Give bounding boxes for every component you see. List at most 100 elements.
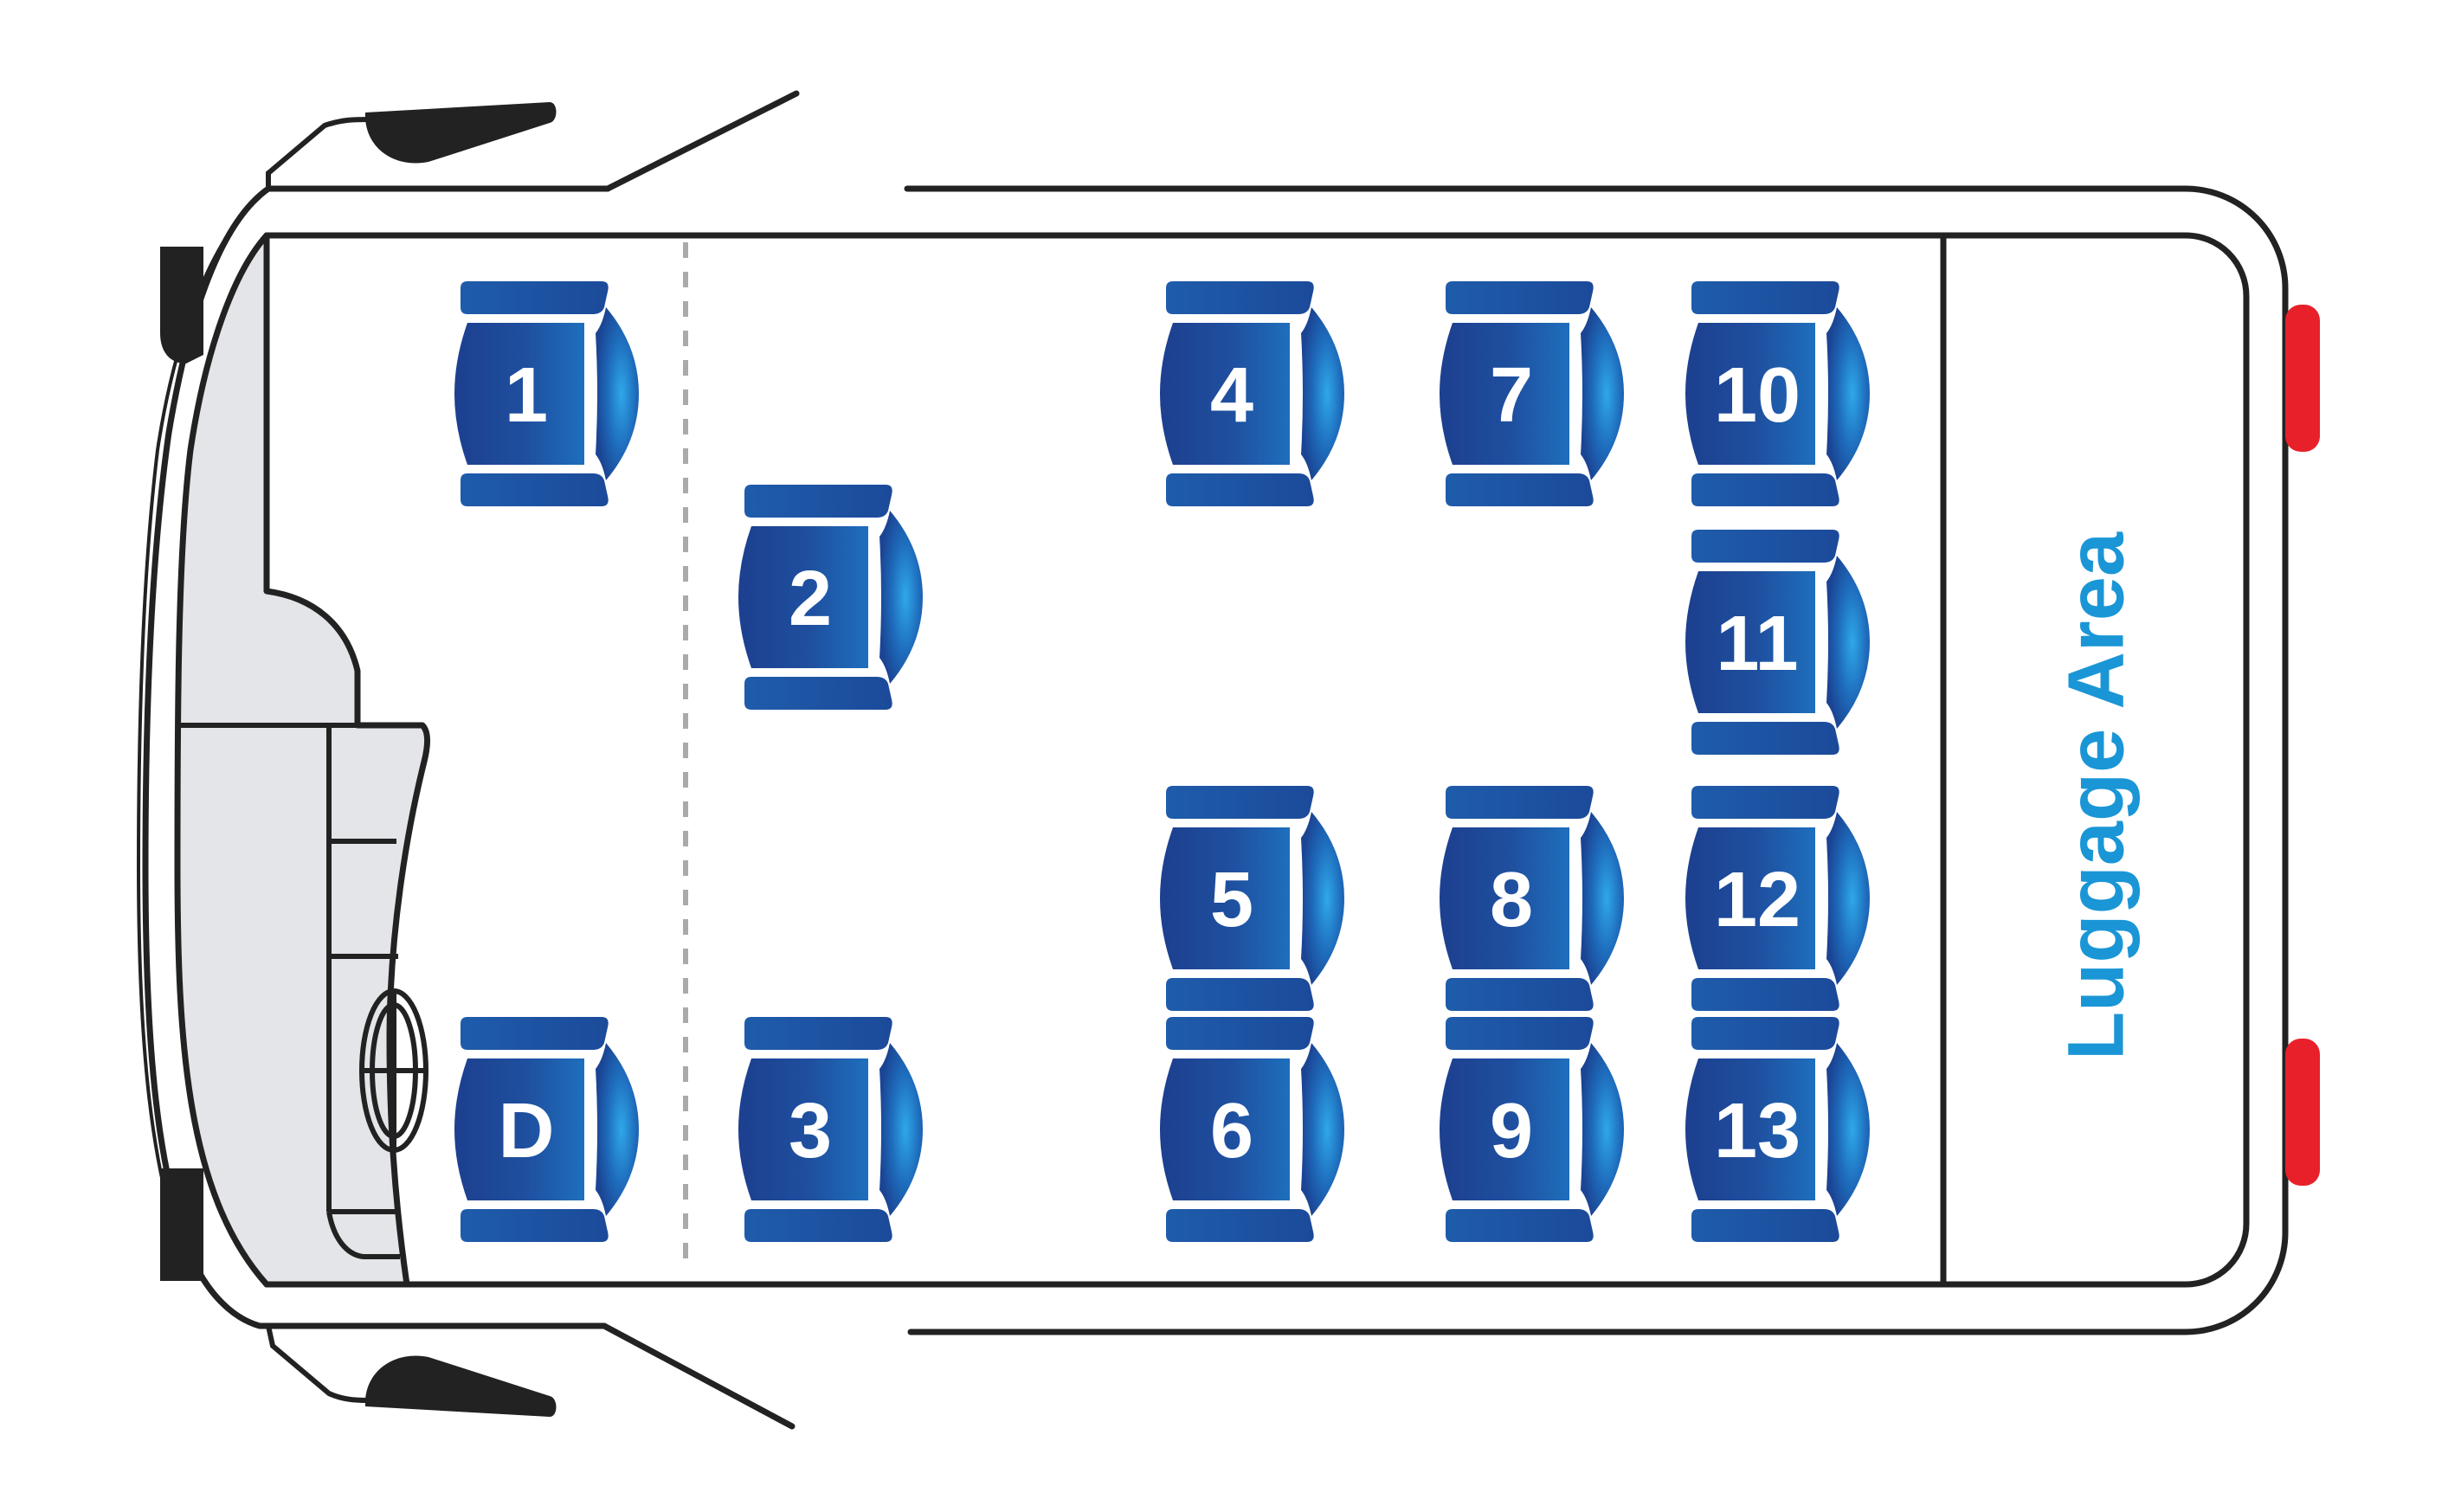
mirror-bottom (266, 1322, 796, 1430)
seat-s6[interactable]: 6 (1160, 1017, 1344, 1242)
mirror-top (266, 90, 800, 192)
seat-s7[interactable]: 7 (1440, 281, 1624, 506)
seat-backrest (596, 307, 639, 480)
seat-armrest-top (744, 485, 892, 518)
seat-cushion (738, 526, 868, 668)
seat-armrest-bottom (1446, 1209, 1594, 1242)
seat-armrest-top (1691, 281, 1839, 314)
seat-s3[interactable]: 3 (738, 1017, 923, 1242)
tail-light-bottom (2285, 1039, 2320, 1186)
seat-cushion (1685, 827, 1815, 969)
seat-armrest-bottom (744, 1209, 892, 1242)
body-rear-outer (2182, 185, 2289, 1335)
steering-wheel (359, 988, 428, 1153)
seat-label: 5 (1210, 857, 1253, 943)
seat-label: 4 (1210, 352, 1253, 439)
seat-armrest-bottom (1446, 978, 1594, 1011)
seat-s13[interactable]: 13 (1685, 1017, 1870, 1242)
dashboard-details (177, 723, 422, 1259)
seat-armrest-top (744, 1017, 892, 1050)
van-body (256, 185, 2289, 1335)
seat-armrest-top (1691, 786, 1839, 819)
seat-armrest-top (1166, 281, 1314, 314)
seat-cushion (738, 1058, 868, 1200)
seat-label: 10 (1714, 352, 1801, 439)
seat-armrest-bottom (1166, 978, 1314, 1011)
seat-backrest (596, 1043, 639, 1216)
seat-cushion (1685, 1058, 1815, 1200)
seat-armrest-top (1446, 1017, 1594, 1050)
seat-armrest-bottom (1166, 1209, 1314, 1242)
seat-cushion (454, 323, 584, 465)
seat-armrest-top (1446, 786, 1594, 819)
seat-armrest-bottom (461, 473, 609, 506)
seat-label: 13 (1714, 1088, 1801, 1174)
seat-backrest (1581, 1043, 1624, 1216)
seat-armrest-bottom (1166, 473, 1314, 506)
seat-label: 2 (789, 556, 832, 642)
seat-armrest-bottom (1691, 1209, 1839, 1242)
seat-s2[interactable]: 2 (738, 485, 923, 710)
seat-cushion (1160, 323, 1290, 465)
seat-armrest-top (1446, 281, 1594, 314)
seat-backrest (1301, 1043, 1344, 1216)
seat-backrest (1581, 307, 1624, 480)
seat-armrest-top (461, 281, 609, 314)
seat-cushion (1160, 827, 1290, 969)
seat-armrest-bottom (744, 677, 892, 710)
seat-cushion (1160, 1058, 1290, 1200)
seat-s9[interactable]: 9 (1440, 1017, 1624, 1242)
seat-armrest-bottom (461, 1209, 609, 1242)
seat-s12[interactable]: 12 (1685, 786, 1870, 1011)
seat-label: 1 (505, 352, 548, 439)
seat-armrest-bottom (1691, 722, 1839, 755)
seat-cushion (1685, 323, 1815, 465)
seat-s11[interactable]: 11 (1685, 530, 1870, 755)
seat-cushion (1440, 1058, 1569, 1200)
seat-label: D (499, 1088, 555, 1174)
seat-cushion (454, 1058, 584, 1200)
tail-light-top (2285, 305, 2320, 452)
seat-armrest-bottom (1691, 978, 1839, 1011)
seat-cushion (1440, 323, 1569, 465)
seat-armrest-top (1166, 1017, 1314, 1050)
seat-driver[interactable]: D (454, 1017, 639, 1242)
front-bumpers (160, 247, 203, 1281)
tail-lights (2285, 305, 2320, 1186)
seat-s1[interactable]: 1 (454, 281, 639, 506)
seat-armrest-top (1691, 1017, 1839, 1050)
seat-s4[interactable]: 4 (1160, 281, 1344, 506)
seat-backrest (1826, 812, 1870, 985)
seat-backrest (1581, 812, 1624, 985)
seat-label: 12 (1714, 857, 1801, 943)
cabin-inner-outline (263, 232, 2250, 1288)
seat-armrest-top (461, 1017, 609, 1050)
seat-backrest (879, 511, 923, 684)
seat-armrest-bottom (1691, 473, 1839, 506)
seat-backrest (1826, 1043, 1870, 1216)
seat-armrest-top (1166, 786, 1314, 819)
seat-backrest (1301, 812, 1344, 985)
seat-s8[interactable]: 8 (1440, 786, 1624, 1011)
seat-cushion (1440, 827, 1569, 969)
seat-label: 6 (1210, 1088, 1253, 1174)
seat-backrest (879, 1043, 923, 1216)
seat-s10[interactable]: 10 (1685, 281, 1870, 506)
luggage-area-label: Luggage Area (2052, 531, 2140, 1060)
seat-backrest (1826, 556, 1870, 729)
seat-backrest (1301, 307, 1344, 480)
seat-label: 7 (1490, 352, 1533, 439)
seat-backrest (1826, 307, 1870, 480)
seat-label: 11 (1716, 601, 1798, 687)
seat-label: 8 (1490, 857, 1533, 943)
cab-dashboard (174, 232, 430, 1288)
seat-armrest-bottom (1446, 473, 1594, 506)
seat-armrest-top (1691, 530, 1839, 563)
seat-cushion (1685, 571, 1815, 713)
seat-label: 3 (789, 1088, 832, 1174)
seat-label: 9 (1490, 1088, 1533, 1174)
seat-s5[interactable]: 5 (1160, 786, 1344, 1011)
